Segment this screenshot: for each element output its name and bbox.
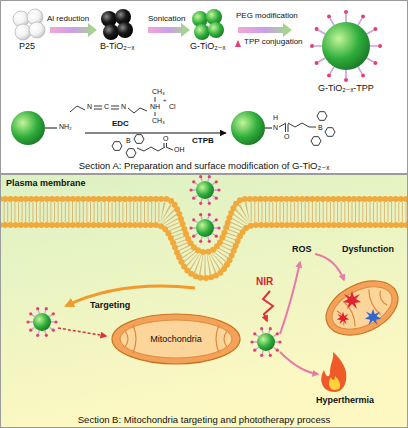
mitochondrion-node: Mitochondria xyxy=(111,313,241,365)
label-holder: H xyxy=(273,114,278,121)
label-holder: NH xyxy=(150,103,160,110)
label-holder: CH₃ xyxy=(152,88,165,95)
reagent-label: EDC xyxy=(112,120,129,128)
step-label: TPP conjugation xyxy=(244,38,303,46)
label-holder: Sonication xyxy=(148,15,185,23)
step-label: Sonication xyxy=(148,15,185,23)
atom-label: CH₃ xyxy=(152,88,165,95)
atom-label: NH xyxy=(150,103,160,110)
process-label: ROS xyxy=(292,245,312,254)
atom-label: OH xyxy=(174,146,185,153)
reagent-label: CTPB xyxy=(192,137,214,145)
label-holder: N xyxy=(121,103,126,110)
label-holder: G-TiO₂₋ₓ xyxy=(190,42,225,51)
structure-label: Plasma membrane xyxy=(6,179,86,188)
label-holder: Hyperthermia xyxy=(316,396,374,405)
label-holder: P25 xyxy=(19,42,35,51)
label-holder: G-TiO₂₋ₓ-TPP xyxy=(318,84,374,93)
atom-label: C xyxy=(104,103,109,110)
process-label: Hyperthermia xyxy=(316,396,374,405)
label-holder: NH₂ xyxy=(59,123,72,130)
product-label: G-TiO₂₋ₓ-TPP xyxy=(318,84,374,93)
label-holder: B-TiO₂₋ₓ xyxy=(100,42,134,51)
process-label: Targeting xyxy=(90,301,130,310)
label-holder: N xyxy=(273,124,278,131)
label-holder: Al reduction xyxy=(47,15,89,23)
atom-label: H xyxy=(273,114,278,121)
label-holder: Dysfunction xyxy=(342,245,394,254)
label-holder: OH xyxy=(174,146,185,153)
label-holder: ROS xyxy=(292,245,312,254)
step-label: PEG modification xyxy=(236,12,298,20)
label-holder: C xyxy=(104,103,109,110)
atom-label: O xyxy=(163,135,168,142)
label-holder: O xyxy=(163,135,168,142)
product-label: B-TiO₂₋ₓ xyxy=(100,42,134,51)
atom-label: B xyxy=(126,137,131,144)
label-holder: Cl xyxy=(169,103,176,110)
label-holder: NIR xyxy=(256,277,273,287)
label-holder: CTPB xyxy=(192,137,214,145)
label-holder: CH₃ xyxy=(152,117,165,124)
label-holder: O xyxy=(284,133,289,140)
node-label: Mitochondria xyxy=(148,334,204,344)
atom-label: N xyxy=(273,124,278,131)
atom-label: CH₃ xyxy=(152,117,165,124)
section-heading: Section B: Mitochondria targeting and ph… xyxy=(78,415,330,426)
product-label: P25 xyxy=(19,42,35,51)
section-heading: Section A: Preparation and surface modif… xyxy=(79,161,330,172)
atom-label: N xyxy=(121,103,126,110)
atom-label: O xyxy=(284,133,289,140)
label-holder: Targeting xyxy=(90,301,130,310)
section-panel: Section B: Mitochondria targeting and ph… xyxy=(0,174,408,428)
atom-label: Cl xyxy=(169,103,176,110)
label-holder: B xyxy=(126,137,131,144)
label-holder: N xyxy=(87,103,92,110)
label-holder: TPP conjugation xyxy=(244,38,303,46)
label-holder: B xyxy=(318,124,323,131)
step-label: Al reduction xyxy=(47,15,89,23)
label-holder: + xyxy=(163,97,167,103)
label-holder: PEG modification xyxy=(236,12,298,20)
atom-label: NH₂ xyxy=(59,123,72,130)
atom-label: N xyxy=(87,103,92,110)
label-holder: Plasma membrane xyxy=(6,179,86,188)
product-label: G-TiO₂₋ₓ xyxy=(190,42,225,51)
process-label: Dysfunction xyxy=(342,245,394,254)
label-holder: EDC xyxy=(112,120,129,128)
process-label: NIR xyxy=(256,277,273,287)
atom-label: B xyxy=(318,124,323,131)
charge-label: + xyxy=(163,97,167,103)
